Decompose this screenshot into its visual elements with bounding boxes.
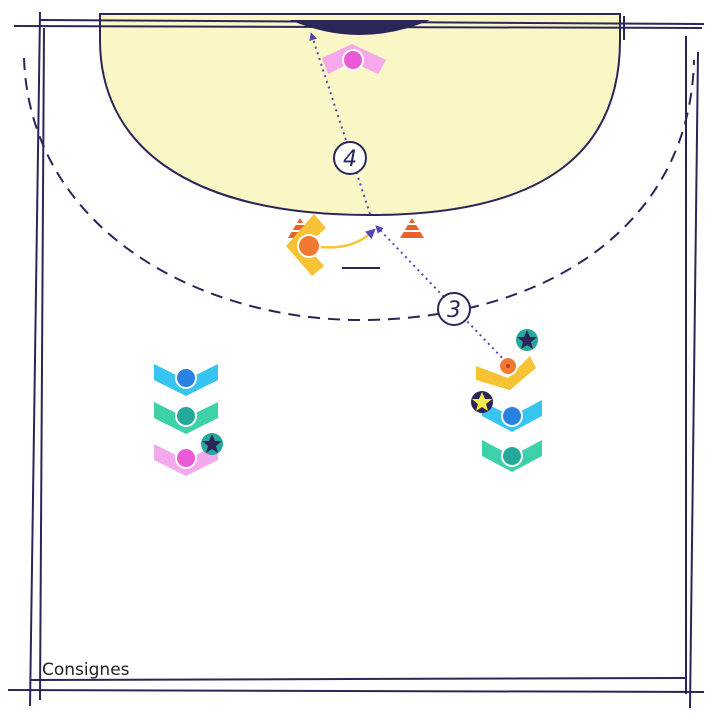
star-icon xyxy=(516,329,538,351)
caption-text: Consignes xyxy=(42,660,130,680)
step-label-4: 4 xyxy=(333,141,367,175)
pass-arrow-4 xyxy=(309,32,371,215)
free-throw-line xyxy=(23,57,695,322)
player-left-2 xyxy=(154,402,218,434)
ball-icon xyxy=(506,364,510,368)
player-goalkeeper xyxy=(322,44,386,74)
star-icon xyxy=(471,391,493,413)
player-right-3 xyxy=(482,440,542,472)
svg-text:3: 3 xyxy=(447,298,461,323)
player-left-1 xyxy=(154,364,218,396)
svg-text:4: 4 xyxy=(343,147,357,172)
player-right-2 xyxy=(471,391,542,432)
goal-area-zone xyxy=(99,13,621,217)
court-outline xyxy=(7,11,705,709)
pass-arrow-3 xyxy=(375,225,507,363)
player-defender xyxy=(286,214,326,276)
step-label-3: 3 xyxy=(437,292,471,326)
movement-arrow xyxy=(313,228,376,249)
star-icon xyxy=(201,433,223,455)
cone-icon xyxy=(400,218,424,238)
player-left-3 xyxy=(154,433,223,476)
player-right-1 xyxy=(476,329,538,390)
